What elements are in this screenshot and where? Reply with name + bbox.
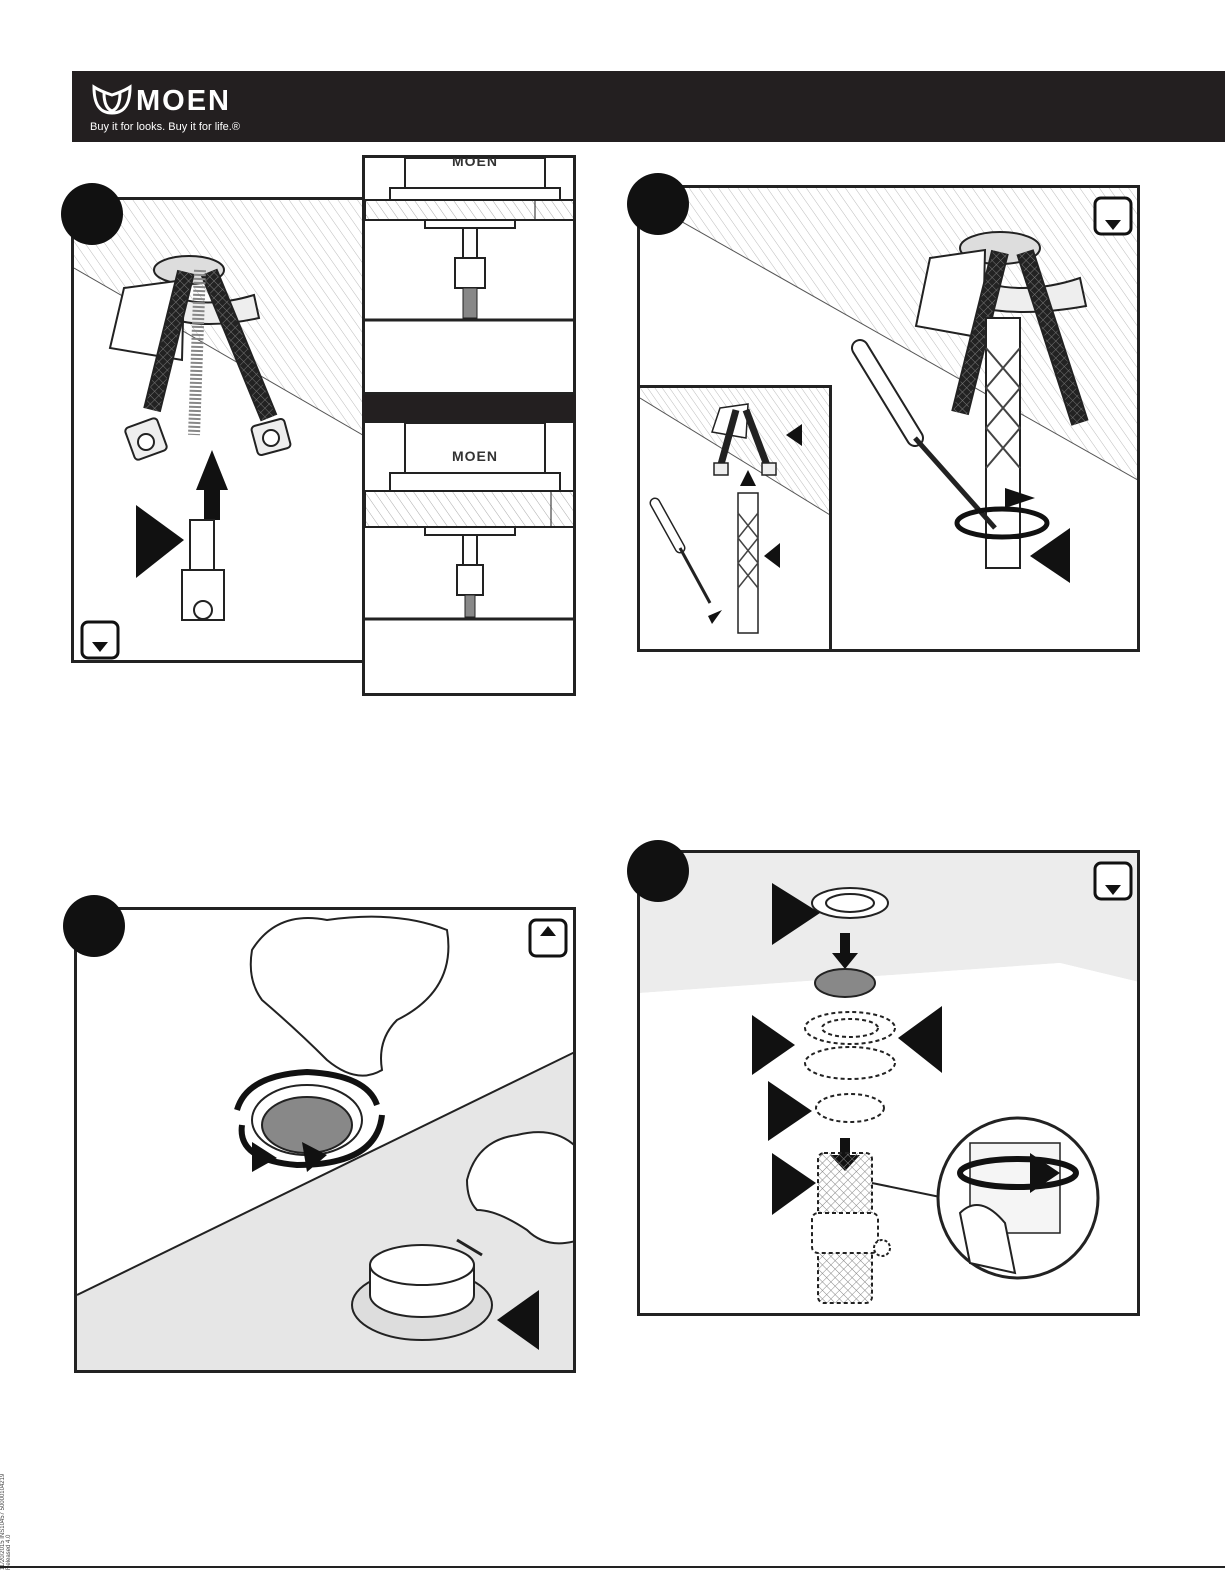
step-panel-4: [637, 850, 1140, 1316]
detail-divider: [362, 395, 576, 422]
step-3-illustration: [77, 910, 576, 1373]
header-bar: MOEN Buy it for looks. Buy it for life.®: [72, 71, 1225, 142]
step-4-marker: [627, 840, 689, 902]
faucet-label-top: MOEN: [452, 158, 498, 169]
footer-rule: [0, 1566, 1225, 1568]
step-2-marker: [627, 173, 689, 235]
step-2-inset-illustration: [640, 388, 832, 652]
moen-logo-icon: [90, 83, 134, 117]
step-panel-3: [74, 907, 576, 1373]
detail-bottom-illustration: MOEN: [365, 423, 576, 696]
faucet-label-bottom: MOEN: [452, 448, 498, 464]
step-panel-1: [71, 197, 365, 663]
document-code: 11/20/2015 INS10457 50000104219 Released…: [0, 1470, 20, 1570]
step-1-marker: [61, 183, 123, 245]
detail-panel-top: MOEN: [362, 155, 576, 395]
tagline: Buy it for looks. Buy it for life.®: [90, 121, 240, 133]
step-3-marker: [63, 895, 125, 957]
step-1-illustration: [74, 200, 365, 663]
detail-top-illustration: MOEN: [365, 158, 576, 395]
step-2-inset: [637, 385, 832, 652]
brand-name: MOEN: [136, 85, 231, 118]
detail-panel-bottom: MOEN: [362, 420, 576, 696]
step-4-illustration: [640, 853, 1140, 1316]
document-code-line2: Released 4.0: [6, 1535, 12, 1570]
